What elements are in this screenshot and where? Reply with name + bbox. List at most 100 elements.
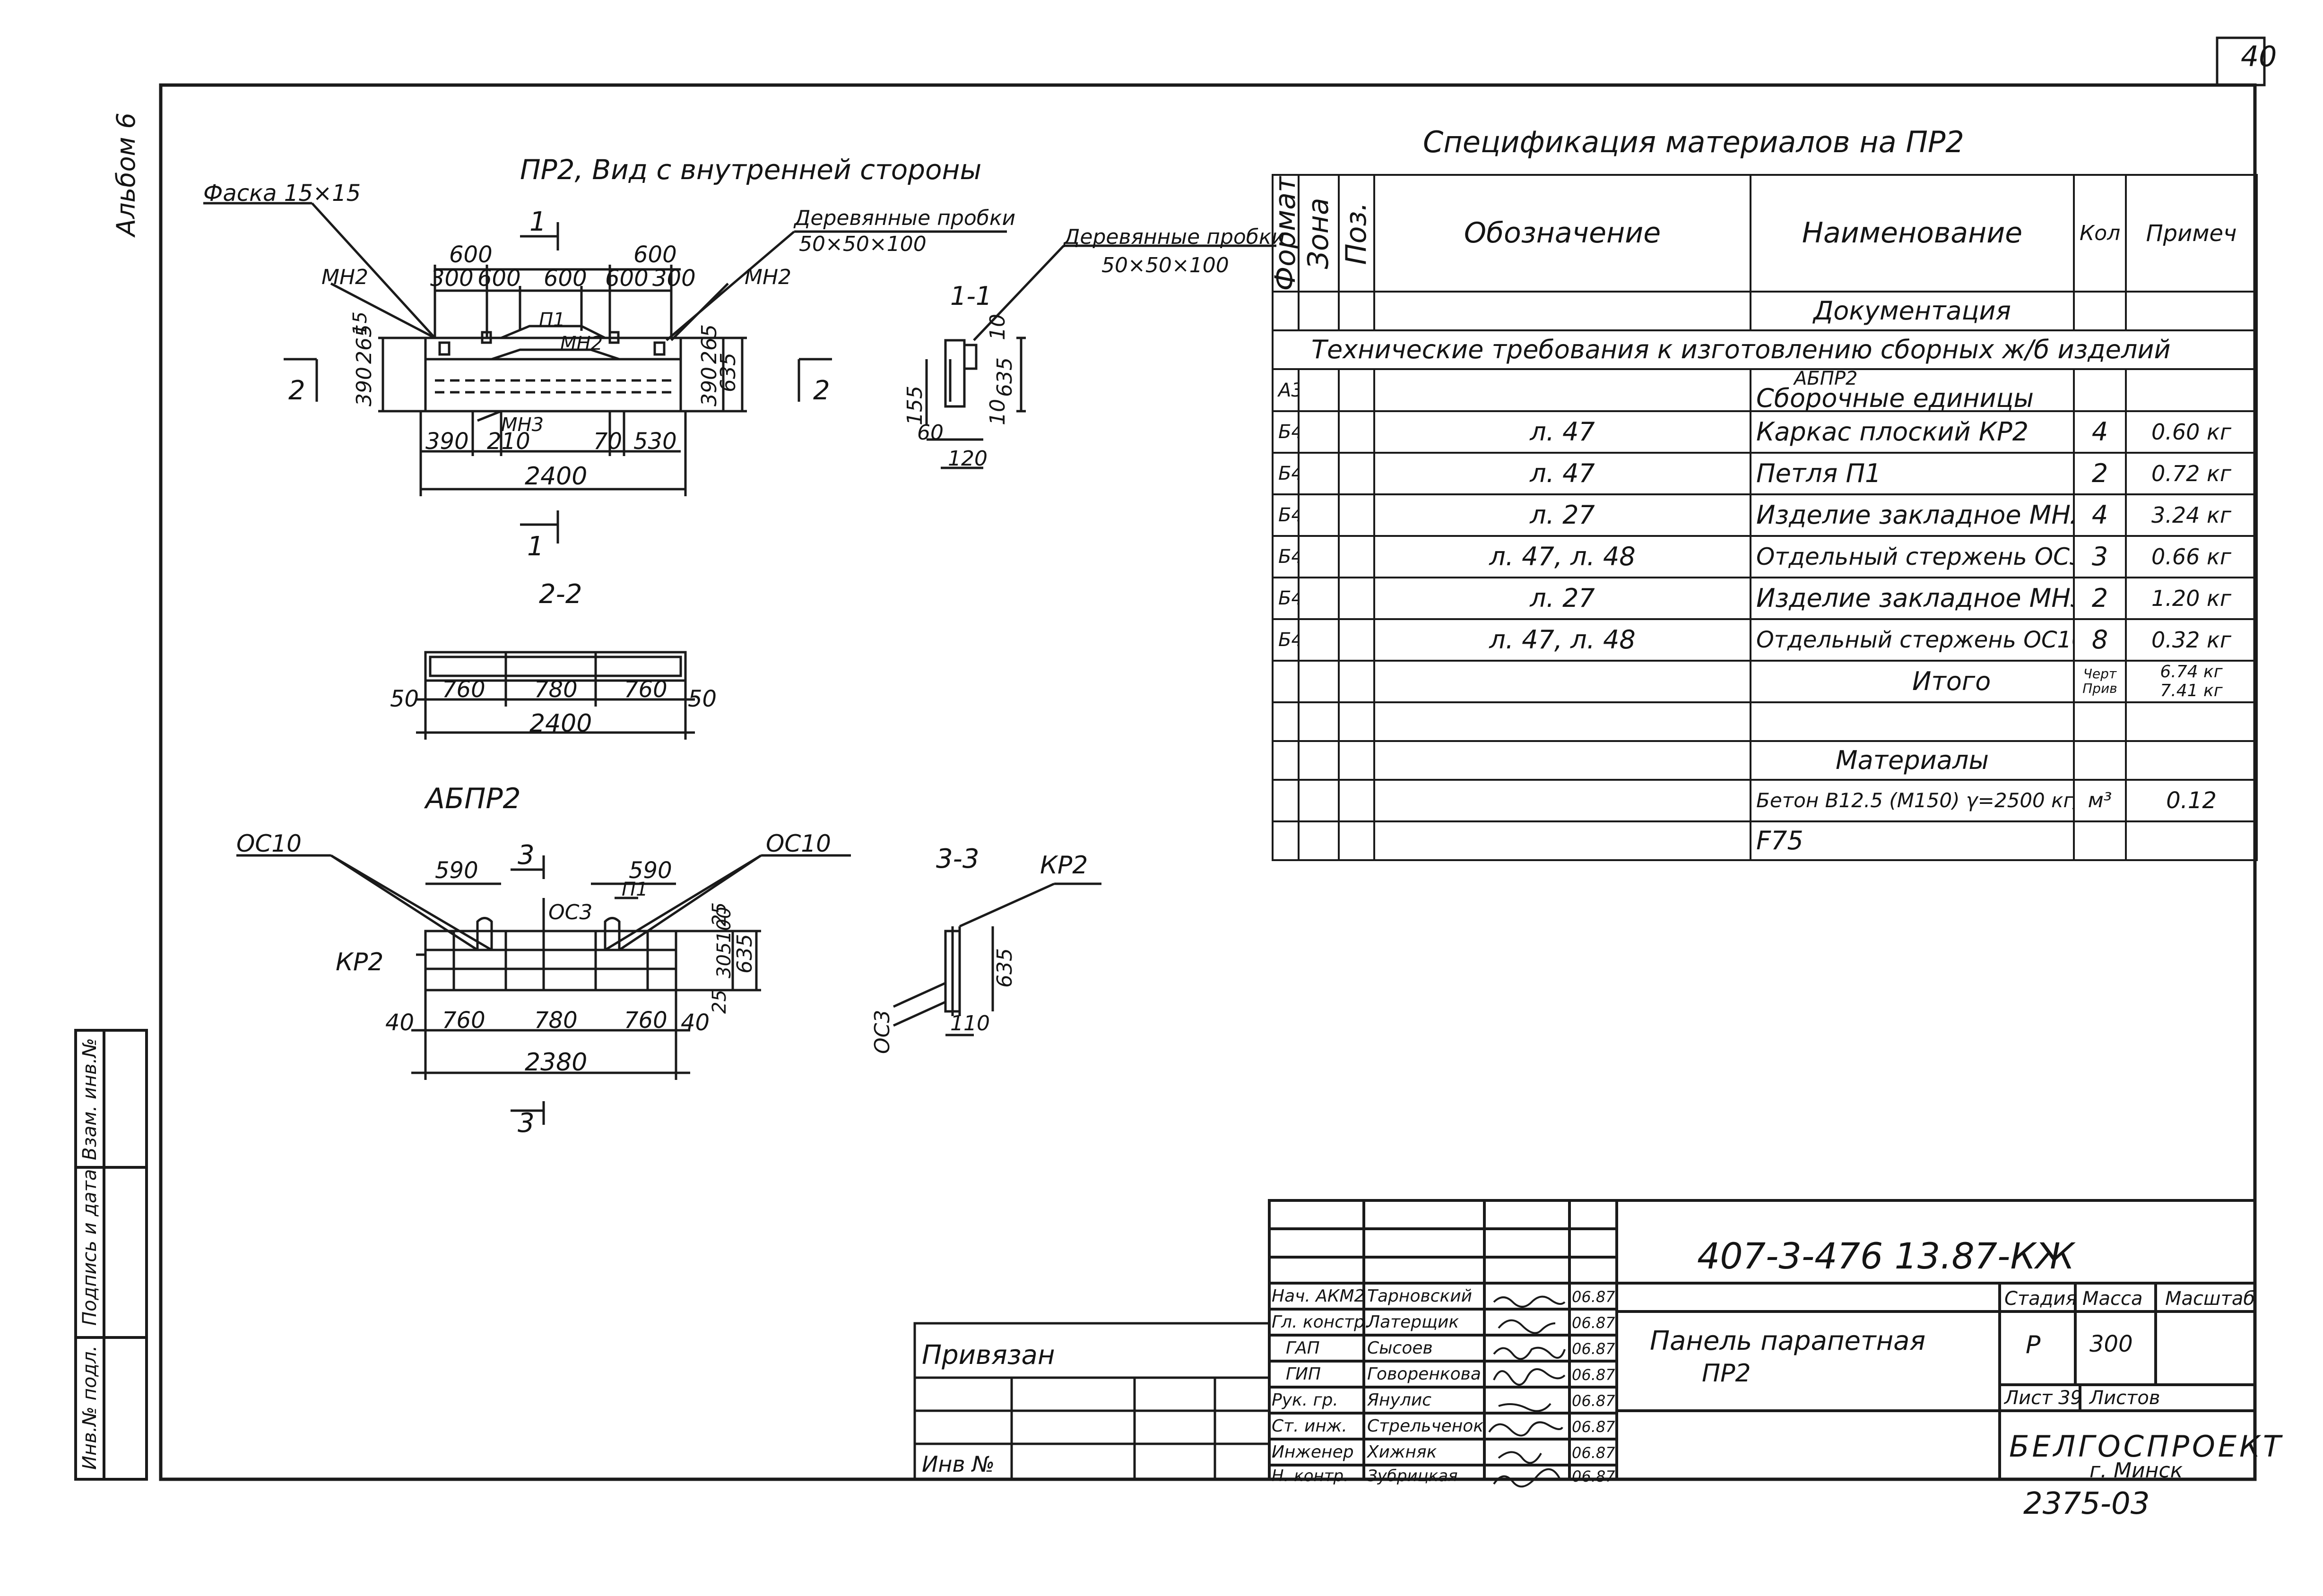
mh2-left-label: МН2 — [321, 265, 369, 289]
svg-text:60: 60 — [917, 421, 944, 445]
section-3-3-oc3-label: ОС3 — [870, 1009, 894, 1054]
col-note: Примеч — [2125, 173, 2258, 293]
signatory-date: 06.87 — [1572, 1340, 1615, 1358]
section-3-3-drawing — [893, 882, 1101, 1036]
section-mark-labels: 1 1 2 2 3 3 — [288, 207, 830, 1139]
spec-row: Б4 л. 27 Изделие закладное МН2 4 3.24 кг — [1272, 493, 2258, 537]
svg-text:50: 50 — [390, 686, 419, 712]
scale-header: Масштаб — [2165, 1288, 2255, 1310]
plugs-label: Деревянные пробки — [794, 206, 1016, 230]
svg-text:635: 635 — [993, 948, 1017, 988]
svg-text:1: 1 — [529, 207, 546, 237]
svg-text:МН3: МН3 — [501, 414, 544, 436]
total-label: Итого — [1750, 660, 2075, 704]
row-format: А3 — [1272, 368, 1300, 413]
org-city: г. Минск — [2089, 1458, 2183, 1483]
album-label: Альбом 6 — [111, 112, 141, 236]
sheet-label: Лист 39 — [2004, 1387, 2082, 1409]
signatory-role: Нач. АКМ2 — [1272, 1286, 1365, 1306]
order-number: 2375-03 — [2023, 1486, 2150, 1521]
svg-text:3: 3 — [518, 840, 535, 871]
signatory-date: 06.87 — [1572, 1314, 1615, 1332]
svg-text:40: 40 — [385, 1009, 414, 1036]
main-view-dimensions: 600 600 300 600 600 600 300 390 210 70 5… — [349, 242, 740, 491]
svg-text:40: 40 — [681, 1009, 710, 1036]
svg-text:760: 760 — [624, 676, 667, 703]
section-2-2-dimensions: 50 760 780 760 50 2400 — [390, 676, 717, 738]
section-3-3-title: 3-3 — [936, 844, 979, 874]
signatory-name: Сысоев — [1367, 1338, 1433, 1358]
spec-concrete-row: Бетон В12.5 (М150) γ=2500 кг/м³ м³ 0.12 — [1272, 779, 2258, 823]
spec-title: Спецификация материалов на ПР2 — [1423, 125, 1964, 159]
svg-text:МН2: МН2 — [560, 333, 603, 354]
section-1-1-dimensions: 155 60 120 635 10 10 — [903, 314, 1017, 471]
spec-materials-row: Материалы — [1272, 740, 2258, 781]
spec-row: Б4 л. 47 Каркас плоский КР2 4 0.60 кг — [1272, 410, 2258, 454]
org-name: БЕЛГОСПРОЕКТ — [2009, 1429, 2284, 1464]
left-stamp-frame — [74, 1029, 148, 1481]
svg-text:600: 600 — [449, 242, 493, 268]
section-2-2-drawing — [416, 651, 695, 740]
kp2-label: КР2 — [336, 948, 384, 976]
item-name-line1: Панель парапетная — [1650, 1326, 1926, 1356]
total-note-bottom: 7.41 кг — [2160, 681, 2223, 701]
spec-row: Б4 л. 47, л. 48 Отдельный стержень ОС3 3… — [1272, 535, 2258, 579]
stage-value: Р — [2026, 1331, 2041, 1359]
svg-text:110: 110 — [950, 1011, 990, 1035]
svg-text:635: 635 — [716, 353, 740, 392]
sheets-label: Листов — [2089, 1387, 2160, 1409]
oc10-left-label: ОС10 — [236, 830, 302, 857]
title-block-frame — [1268, 1199, 2256, 1481]
signatory-role: Инженер — [1272, 1442, 1354, 1462]
svg-text:2400: 2400 — [529, 709, 592, 738]
frost: F75 — [1750, 820, 2075, 862]
total-note-top: 6.74 кг — [2160, 662, 2223, 682]
total-qty-bottom: Прив — [2082, 681, 2117, 697]
stage-header: Стадия — [2004, 1288, 2077, 1310]
signatory-name: Янулис — [1367, 1390, 1432, 1410]
spec-row-tech-req: Технические требования к изготовлению сб… — [1272, 329, 2258, 371]
svg-text:600: 600 — [633, 242, 677, 268]
mh2-right-label: МН2 — [745, 265, 792, 289]
svg-text:760: 760 — [442, 1007, 485, 1034]
svg-text:210: 210 — [487, 428, 530, 455]
svg-text:2: 2 — [288, 375, 305, 406]
signatory-role: Ст. инж. — [1272, 1416, 1347, 1436]
signatory-role: Рук. гр. — [1272, 1390, 1338, 1410]
concrete-qty: 0.12 — [2125, 779, 2258, 823]
chamfer-label: Фаска 15×15 — [203, 180, 361, 207]
svg-text:70: 70 — [593, 428, 622, 455]
abpr2-title: АБПР2 — [425, 782, 521, 815]
svg-text:300: 300 — [652, 265, 696, 292]
signatory-role: ГАП — [1286, 1338, 1320, 1358]
svg-text:2380: 2380 — [525, 1048, 587, 1077]
col-pos: Поз. — [1339, 175, 1374, 292]
svg-text:3: 3 — [518, 1108, 535, 1139]
svg-text:ОС3: ОС3 — [548, 900, 592, 924]
col-zone: Зона — [1299, 175, 1339, 292]
main-view-title: ПР2, Вид с внутренней стороны — [520, 154, 982, 186]
svg-text:100: 100 — [713, 907, 735, 943]
svg-text:155: 155 — [903, 386, 927, 425]
signatory-name: Латерщик — [1367, 1312, 1459, 1332]
plugs-size: 50×50×100 — [799, 232, 927, 256]
tech-req: Технические требования к изготовлению сб… — [1272, 329, 2258, 371]
abpr2-dimensions: 590 590 ОС3 П1 40 760 780 760 40 2380 25… — [385, 857, 757, 1077]
signatory-date: 06.87 — [1572, 1366, 1615, 1384]
signatory-role: Н. контр. — [1272, 1467, 1349, 1485]
unit-code: АБПР2 — [1794, 369, 1858, 390]
svg-text:25: 25 — [709, 902, 730, 926]
svg-text:300: 300 — [430, 265, 474, 292]
col-name: Наименование — [1750, 173, 2075, 293]
svg-text:390: 390 — [352, 367, 376, 406]
signatory-date: 06.87 — [1572, 1467, 1615, 1485]
svg-text:760: 760 — [442, 676, 485, 703]
svg-text:10: 10 — [986, 399, 1010, 425]
section-units: Сборочные единицы — [1756, 383, 2034, 412]
section-2-2-title: 2-2 — [539, 579, 582, 610]
concrete: Бетон В12.5 (М150) γ=2500 кг/м³ — [1750, 779, 2075, 823]
